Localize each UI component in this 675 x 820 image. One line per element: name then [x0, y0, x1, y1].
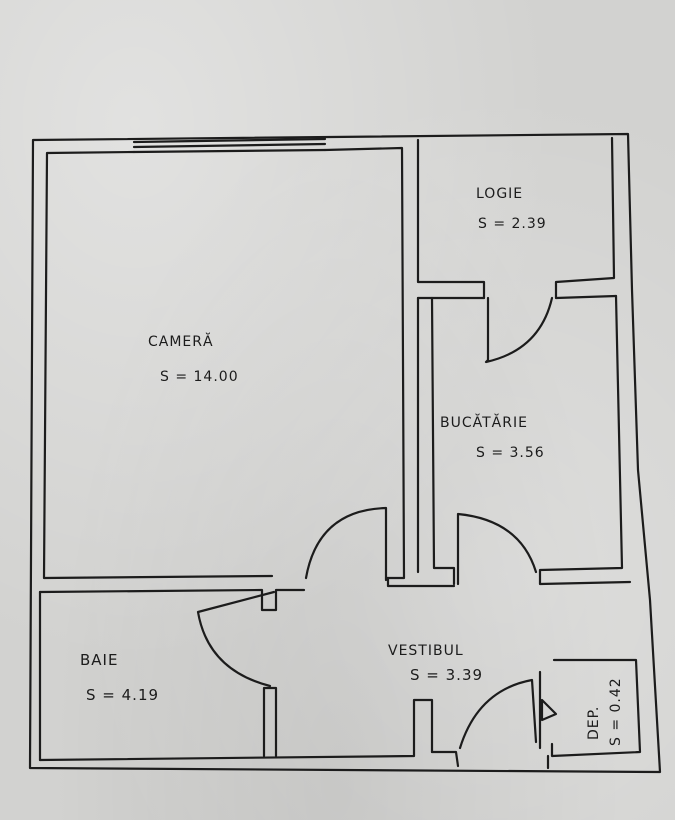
room-area-logie: S = 2.39: [478, 216, 547, 232]
door-bucatarie: [456, 512, 538, 586]
exterior-wall-inner-top: [323, 146, 406, 580]
wall-logie-bottom: [416, 294, 618, 300]
wall-logie-right: [554, 136, 616, 300]
room-label-bucatarie: BUCĂTĂRIE: [440, 413, 528, 431]
wall-bucatarie-right: [538, 294, 632, 586]
door-logie: [484, 296, 554, 364]
wall-logie-left: [416, 138, 486, 300]
door-baie: [196, 590, 276, 688]
wall-bucatarie-bottom: [386, 576, 456, 588]
room-area-vestibul: S = 3.39: [410, 666, 483, 684]
room-area-depozit: S = 0.42: [608, 677, 624, 746]
door-depozit: [540, 698, 558, 722]
exterior-wall-inner-left: [42, 150, 274, 580]
wall-entrance-inner: [430, 750, 550, 770]
room-label-baie: BAIE: [80, 651, 118, 669]
room-label-depozit: DEP.: [586, 706, 602, 740]
wall-baie-top: [38, 588, 306, 612]
room-label-logie: LOGIE: [476, 186, 523, 202]
window-camera: [132, 137, 327, 154]
door-camera: [304, 506, 388, 582]
wall-baie-bottom: [38, 698, 434, 762]
wall-baie-right: [262, 686, 278, 758]
door-entrance: [458, 678, 538, 750]
wall-depozit: [538, 658, 642, 758]
room-area-camera: S = 14.00: [160, 369, 239, 385]
exterior-wall-outer: [28, 132, 662, 774]
room-area-baie: S = 4.19: [86, 686, 159, 704]
wall-bucatarie-left: [416, 296, 456, 586]
room-label-vestibul: VESTIBUL: [388, 643, 464, 659]
room-area-bucatarie: S = 3.56: [476, 445, 545, 461]
room-label-camera: CAMERĂ: [148, 332, 214, 350]
